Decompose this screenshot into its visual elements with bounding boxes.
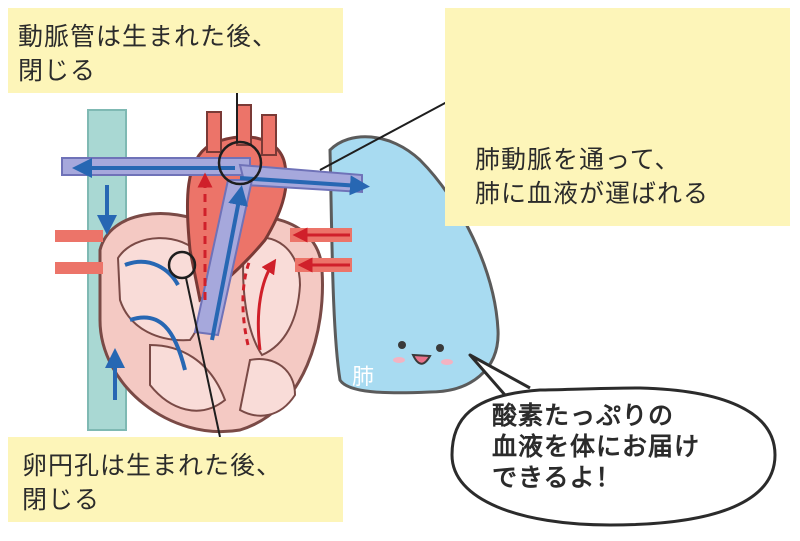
lung-face	[393, 341, 453, 365]
speech-bubble-text: 酸素たっぷりの 血液を体にお届け できるよ！	[492, 401, 701, 492]
pulmonary-artery-callout: 肺動脈を通って、 肺に血液が運ばれる	[445, 8, 790, 226]
lung-label: 肺	[352, 365, 375, 390]
speech-bubble	[450, 353, 777, 527]
pulmonary-artery-leader	[319, 94, 461, 171]
foramen-ovale-callout: 卵円孔は生まれた後、 閉じる	[8, 437, 343, 522]
ductus-arteriosus-callout: 動脈管は生まれた後、 閉じる	[8, 8, 343, 93]
red-flow-arrows	[197, 172, 350, 351]
foramen-marker	[167, 250, 221, 438]
blue-flow-arrows	[72, 158, 370, 400]
ductus-marker	[217, 92, 263, 186]
lung	[328, 135, 500, 395]
